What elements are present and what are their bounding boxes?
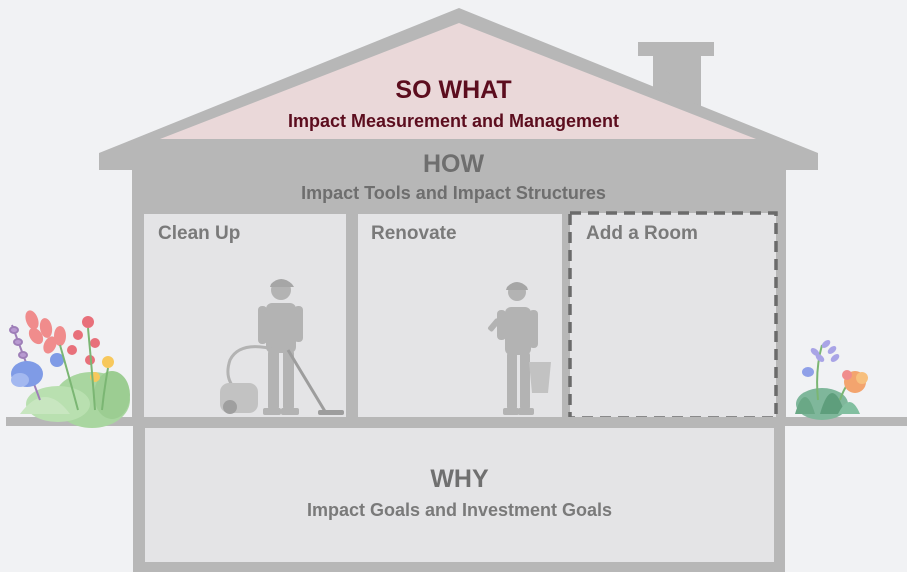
floor-title: HOW — [422, 150, 485, 178]
painter-figure — [488, 282, 551, 415]
room-add-a-room — [568, 211, 778, 420]
right-flower-bush — [795, 340, 868, 420]
basement-subtitle: Impact Goals and Investment Goals — [306, 500, 613, 520]
basement-room — [145, 428, 774, 562]
roof-subtitle: Impact Measurement and Management — [287, 111, 620, 131]
left-flower-bush — [9, 310, 130, 428]
basement-title: WHY — [430, 465, 489, 493]
roof-title: SO WHAT — [395, 76, 512, 104]
ground-line — [6, 417, 907, 426]
room-label-add-a-room: Add a Room — [586, 223, 698, 244]
room-label-renovate: Renovate — [371, 223, 457, 244]
floor-subtitle: Impact Tools and Impact Structures — [301, 183, 606, 203]
roof-attic — [160, 23, 756, 139]
room-label-clean-up: Clean Up — [158, 223, 241, 244]
cleaner-figure — [220, 279, 344, 415]
